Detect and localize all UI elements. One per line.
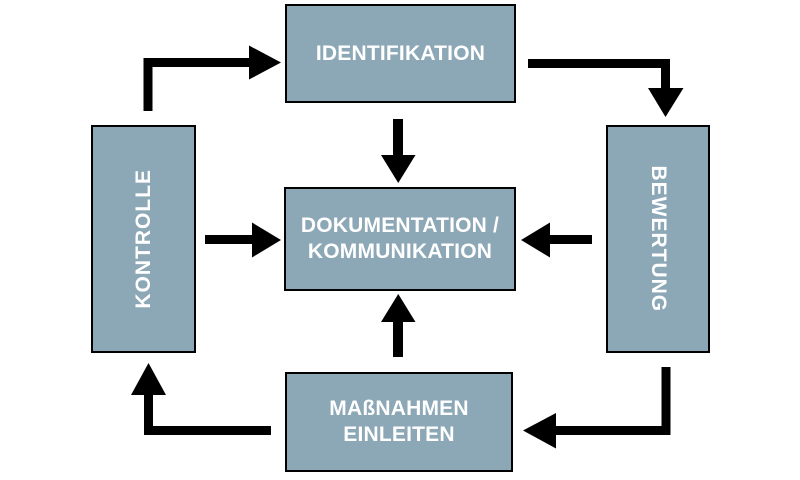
- node-identifikation-label: IDENTIFIKATION: [315, 41, 486, 65]
- arrow-kontrolle-to-dokumentation: [205, 222, 281, 258]
- node-massnahmen-einleiten: MAßNAHMEN EINLEITEN: [285, 372, 513, 472]
- arrow-kontrolle-to-identifikation: [143, 45, 281, 111]
- node-massnahmen-label-line2: EINLEITEN: [343, 423, 455, 446]
- arrow-bewertung-to-massnahmen: [523, 367, 671, 449]
- node-massnahmen-label-line1: MAßNAHMEN: [329, 397, 469, 421]
- arrow-massnahmen-to-kontrolle: [131, 363, 271, 435]
- node-bewertung-label: BEWERTUNG: [646, 165, 670, 313]
- node-identifikation: IDENTIFIKATION: [285, 4, 516, 103]
- node-dokumentation-label-line2: KOMMUNIKATION: [307, 240, 493, 263]
- arrow-bewertung-to-dokumentation: [521, 222, 592, 258]
- node-kontrolle: KONTROLLE: [91, 125, 196, 353]
- arrow-identifikation-to-dokumentation: [381, 119, 416, 183]
- node-bewertung: BEWERTUNG: [606, 125, 710, 353]
- arrow-massnahmen-to-dokumentation: [381, 294, 416, 357]
- node-dokumentation-kommunikation: DOKUMENTATION / KOMMUNIKATION: [284, 187, 516, 291]
- node-dokumentation-label-line1: DOKUMENTATION /: [300, 214, 500, 238]
- arrow-identifikation-to-bewertung: [528, 59, 684, 117]
- node-kontrolle-label: KONTROLLE: [131, 169, 155, 309]
